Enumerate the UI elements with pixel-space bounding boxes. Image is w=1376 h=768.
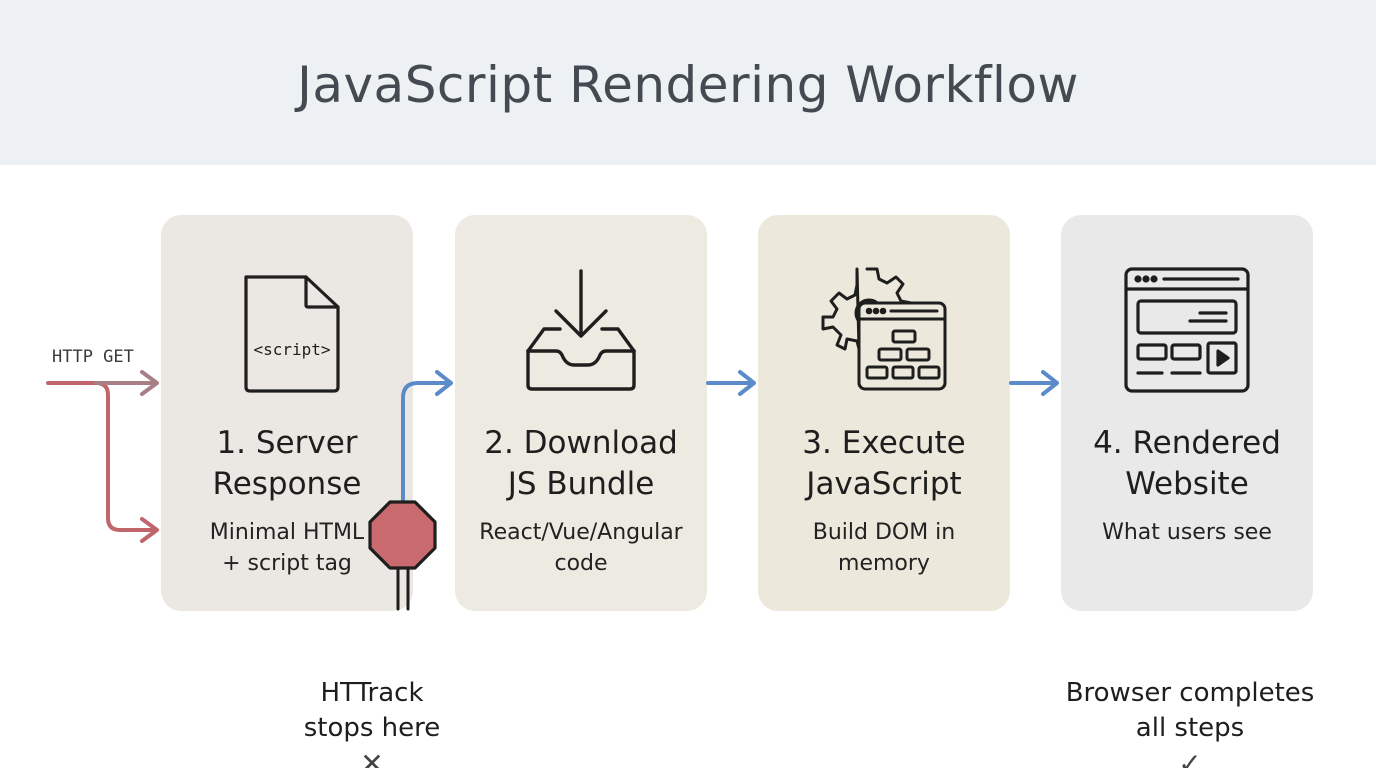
step-description: React/Vue/Angular code: [479, 520, 683, 576]
step-description: What users see: [1102, 520, 1272, 545]
download-tray-icon: [516, 265, 646, 395]
http-get-label: HTTP GET: [52, 347, 134, 367]
browser-note: Browser completes all steps ✓: [1040, 641, 1340, 768]
step-card-server-response: <script> 1. Server Response Minimal HTML…: [161, 215, 413, 611]
step-card-rendered-website: 4. Rendered Website What users see: [1061, 215, 1313, 611]
arrow-step2-to-step3: [706, 370, 756, 396]
httrack-note: HTTrack stops here ✕: [262, 641, 482, 768]
file-script-icon: <script>: [222, 265, 352, 395]
header-band: [0, 0, 1376, 165]
step-description: Build DOM in memory: [812, 520, 956, 576]
http-get-arrow: [46, 370, 159, 543]
step-card-execute-javascript: 3. Execute JavaScript Build DOM in memor…: [758, 215, 1010, 611]
step-title: 3. Execute JavaScript: [802, 425, 966, 502]
step-description: Minimal HTML + script tag: [209, 520, 365, 576]
step-card-download-bundle: 2. Download JS Bundle React/Vue/Angular …: [455, 215, 707, 611]
icon-script-text: <script>: [253, 340, 330, 359]
browser-note-text: Browser completes all steps: [1065, 678, 1315, 743]
browser-window-icon: [1122, 265, 1252, 395]
check-icon: ✓: [1178, 747, 1202, 768]
step-title: 1. Server Response: [212, 425, 362, 502]
httrack-note-text: HTTrack stops here: [303, 678, 441, 743]
gear-browser-icon: [819, 265, 949, 395]
arrow-step3-to-step4: [1009, 370, 1059, 396]
cross-icon: ✕: [360, 747, 384, 768]
step-title: 4. Rendered Website: [1093, 425, 1281, 502]
page-title: JavaScript Rendering Workflow: [297, 56, 1079, 114]
step-title: 2. Download JS Bundle: [484, 425, 678, 502]
